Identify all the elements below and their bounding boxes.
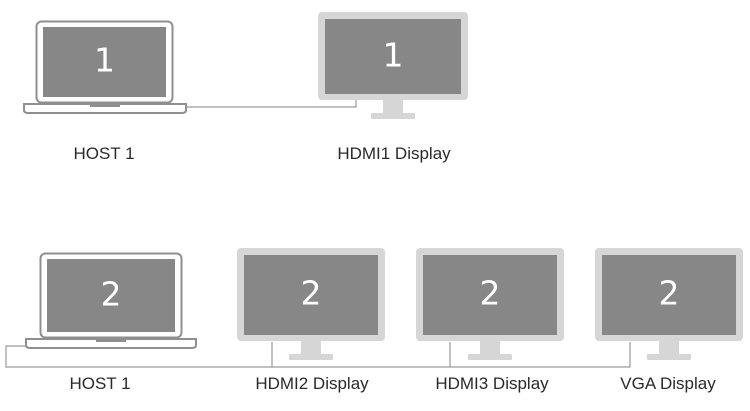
monitor-hdmi2: 2 [237, 248, 385, 360]
display-label: HDMI2 Display [255, 374, 369, 393]
monitor-hdmi3: 2 [416, 248, 564, 360]
monitor-foot [371, 113, 415, 119]
display-label: HDMI3 Display [435, 374, 549, 393]
laptop-host-1: 1 [23, 20, 187, 114]
monitor-neck [383, 100, 403, 113]
laptop-screen [43, 27, 166, 97]
screen-number: 2 [301, 274, 322, 313]
monitor-hdmi1: 1 [318, 12, 468, 119]
monitor-vga: 2 [595, 248, 743, 360]
cable-chain [5, 342, 631, 368]
display-label: VGA Display [620, 374, 716, 393]
host-label: HOST 1 [69, 374, 130, 393]
host-label: HOST 1 [73, 144, 134, 163]
laptop-trackpad-notch [90, 104, 120, 107]
monitor-neck [480, 341, 500, 354]
row-2: 2 2 2 2 HOST 1 HDMI2 Display HDM [5, 248, 743, 393]
screen-number: 2 [101, 275, 122, 314]
monitor-screen [602, 255, 736, 335]
monitor-screen [325, 19, 461, 94]
screen-number: 2 [659, 274, 680, 313]
monitor-foot [647, 354, 691, 360]
laptop-screen [47, 259, 175, 332]
screen-number: 2 [480, 274, 501, 313]
row-1: 1 1 HOST 1 HDMI1 Display [23, 12, 468, 163]
laptop-base [23, 103, 187, 114]
screen-number: 1 [94, 41, 115, 80]
monitor-neck [659, 341, 679, 354]
laptop-trackpad-notch [96, 339, 126, 342]
monitor-screen [423, 255, 557, 335]
cable-host1-to-hdmi1 [187, 100, 357, 108]
screen-number: 1 [383, 36, 404, 75]
monitor-neck [301, 341, 321, 354]
monitor-foot [468, 354, 512, 360]
laptop-host-2: 2 [25, 252, 197, 349]
display-label: HDMI1 Display [337, 144, 451, 163]
monitor-screen [244, 255, 378, 335]
monitor-foot [289, 354, 333, 360]
laptop-base [25, 338, 197, 349]
